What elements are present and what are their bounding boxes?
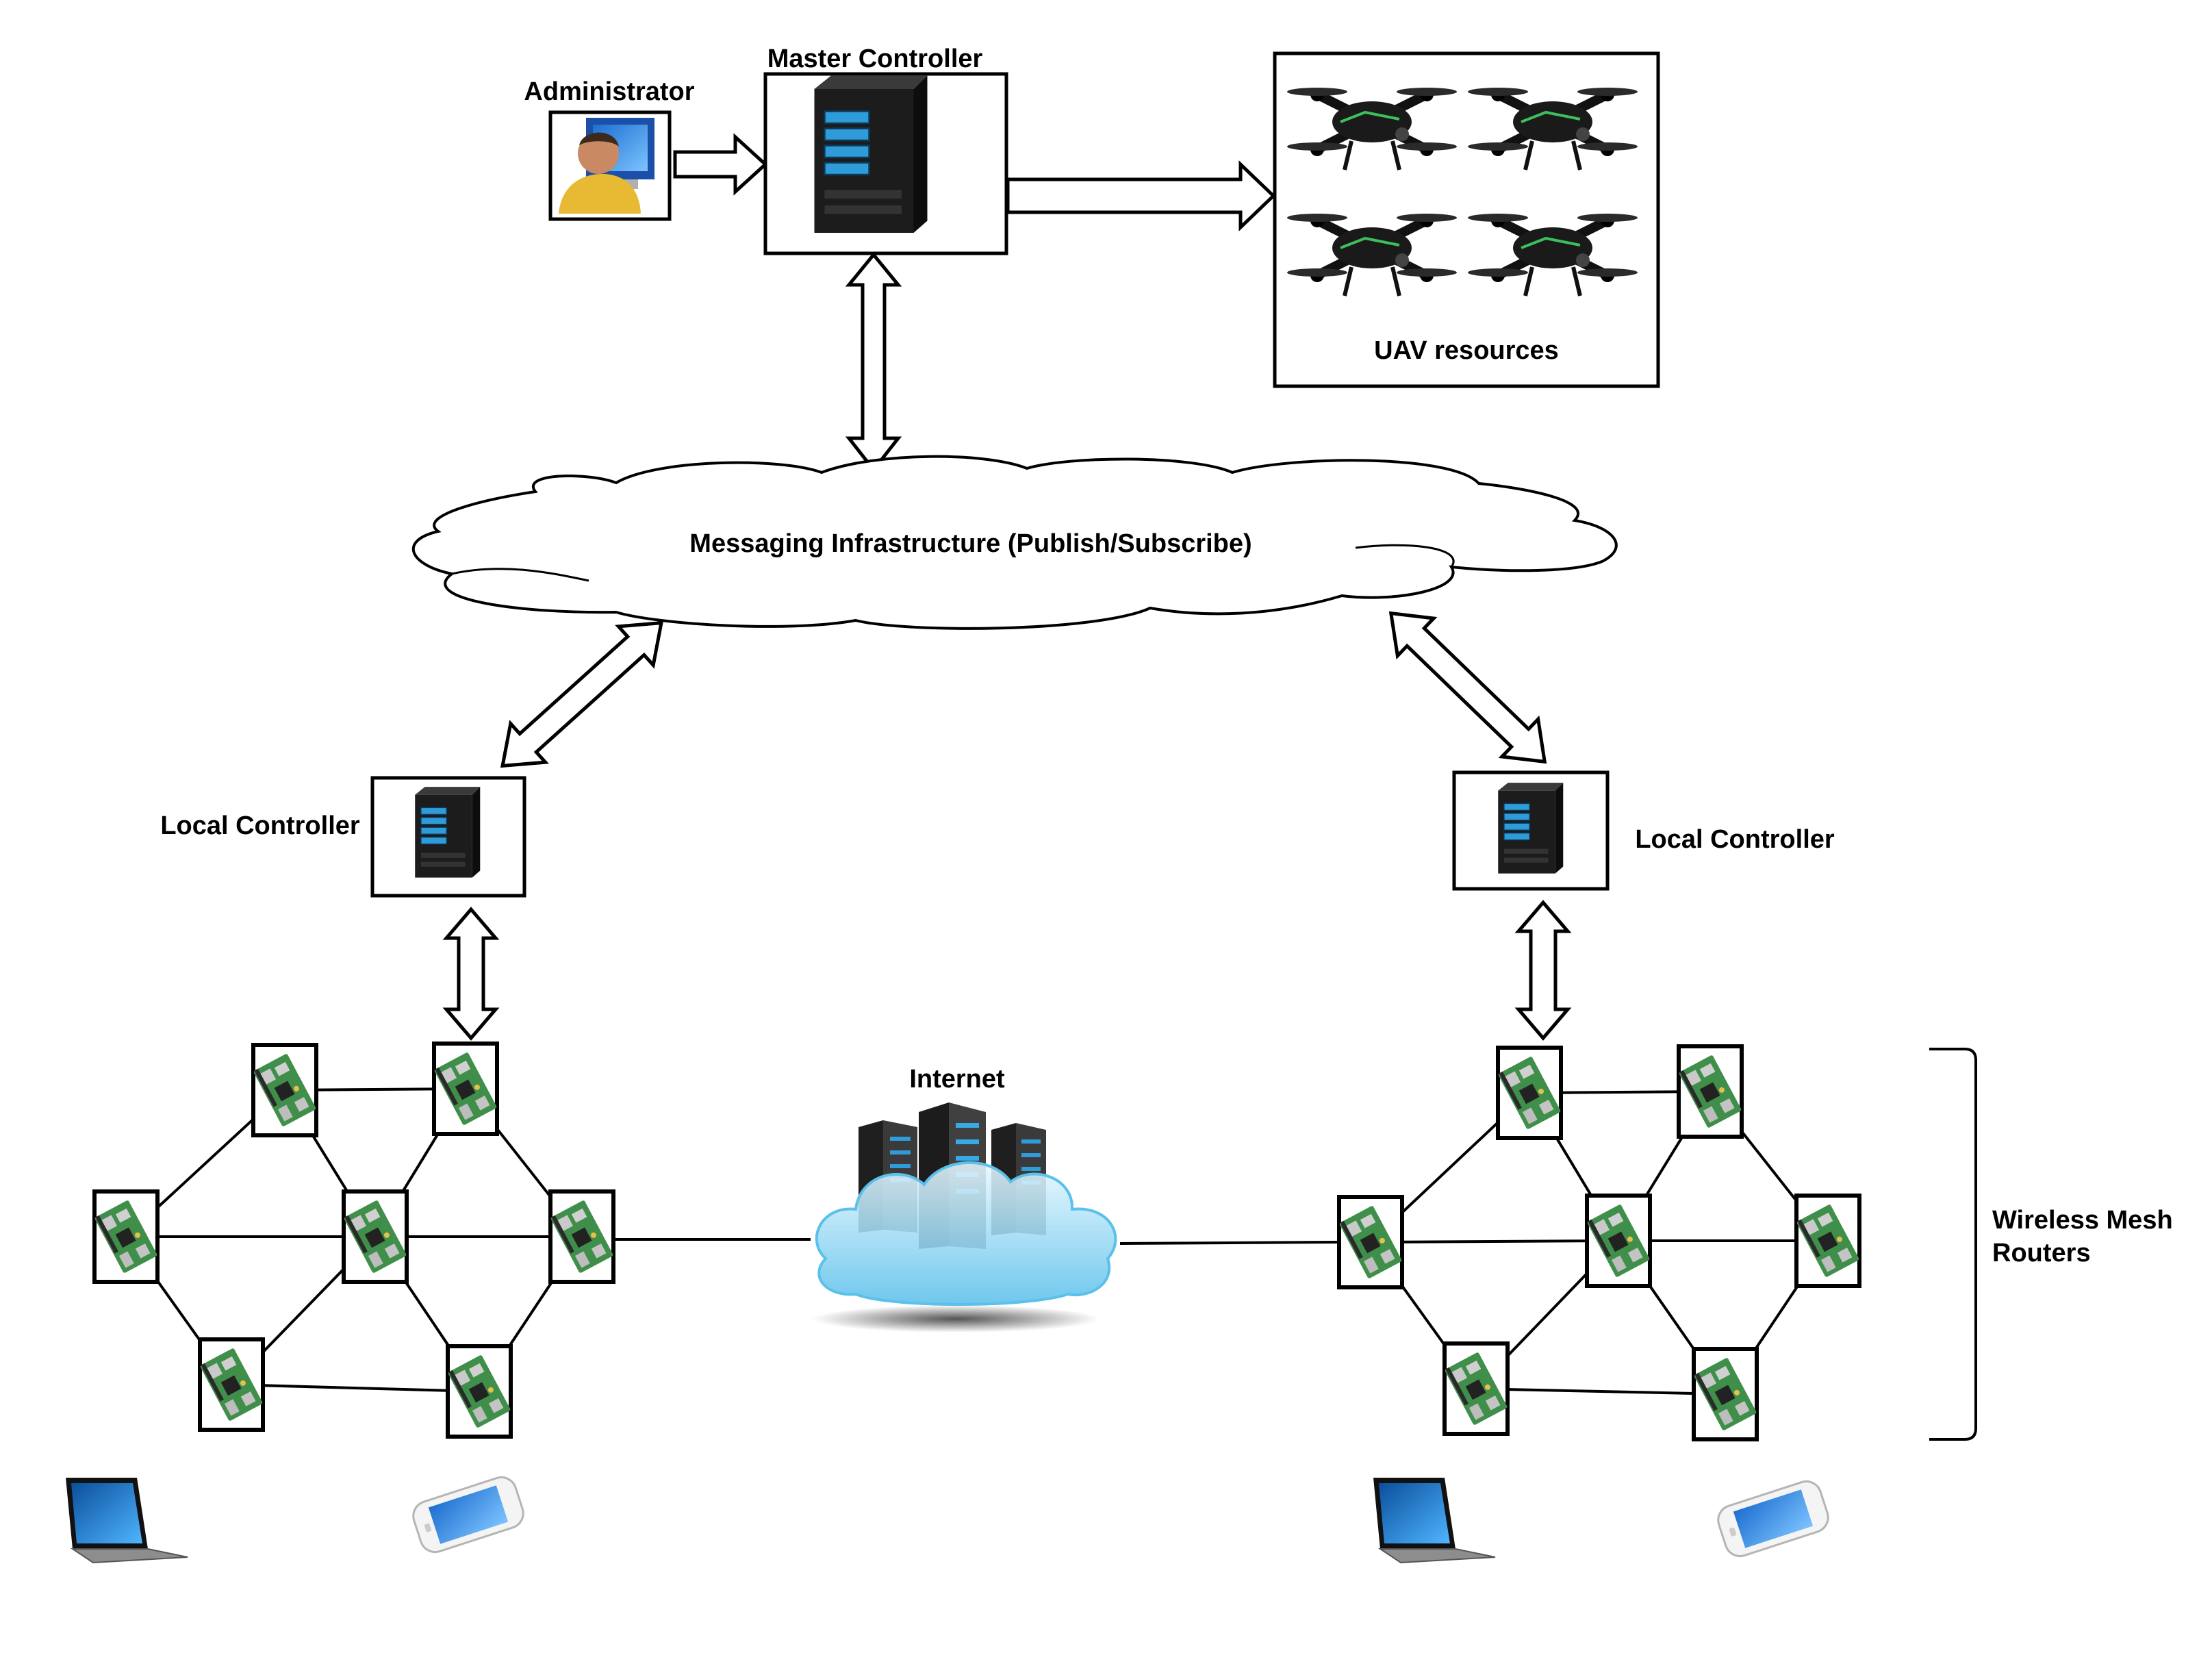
messaging-cloud: Messaging Infrastructure (Publish/Subscr… (411, 455, 1618, 630)
router-node (1339, 1197, 1403, 1287)
laptop-icon (1373, 1477, 1496, 1563)
arrow-master-messaging (845, 252, 902, 473)
router-node (344, 1191, 407, 1282)
uav-resources-label: UAV resources (1374, 336, 1559, 365)
uav-resources-box: UAV resources (1273, 51, 1660, 388)
internet-links (615, 1238, 1338, 1245)
master-controller-label: Master Controller (767, 45, 983, 73)
local-controller-right-box (1452, 770, 1610, 891)
router-node (1679, 1046, 1742, 1137)
arrow-left-controller-mesh (442, 907, 500, 1041)
messaging-infrastructure-label: Messaging Infrastructure (Publish/Subscr… (689, 529, 1251, 558)
arrow-messaging-right-controller (1388, 611, 1547, 764)
server-tower-icon (414, 786, 481, 879)
internet-cloud-datacenter-icon (812, 1102, 1117, 1333)
administrator-icon (548, 110, 672, 221)
local-controller-left-label: Local Controller (160, 811, 360, 840)
internet-label: Internet (909, 1065, 1005, 1094)
wireless-mesh-routers-label-line2: Routers (1992, 1239, 2091, 1267)
router-node (448, 1346, 511, 1437)
router-node (1498, 1048, 1562, 1138)
server-tower-icon (1497, 782, 1564, 874)
local-controller-left-box (370, 776, 526, 898)
local-controller-right-label: Local Controller (1635, 825, 1835, 854)
router-node (434, 1044, 498, 1134)
arrow-messaging-left-controller (500, 620, 664, 768)
router-node (94, 1191, 158, 1282)
smartphone-icon (408, 1472, 529, 1557)
router-node (550, 1191, 614, 1282)
mesh-routers-brace (1929, 1048, 1977, 1441)
router-node (1796, 1196, 1860, 1286)
laptop-icon (65, 1477, 188, 1563)
server-tower-icon (813, 74, 928, 234)
router-node (253, 1045, 317, 1135)
administrator-label: Administrator (524, 77, 694, 106)
router-node (200, 1339, 264, 1430)
arrow-right-controller-mesh (1514, 900, 1572, 1041)
arrow-admin-to-master (673, 133, 768, 196)
wireless-mesh-routers-label-line1: Wireless Mesh (1992, 1206, 2173, 1235)
smartphone-icon (1713, 1476, 1833, 1561)
master-controller-box (763, 72, 1008, 255)
router-node (1587, 1196, 1651, 1286)
router-node (1445, 1343, 1508, 1434)
router-node (1694, 1349, 1757, 1439)
arrow-master-to-uav (1006, 160, 1276, 231)
